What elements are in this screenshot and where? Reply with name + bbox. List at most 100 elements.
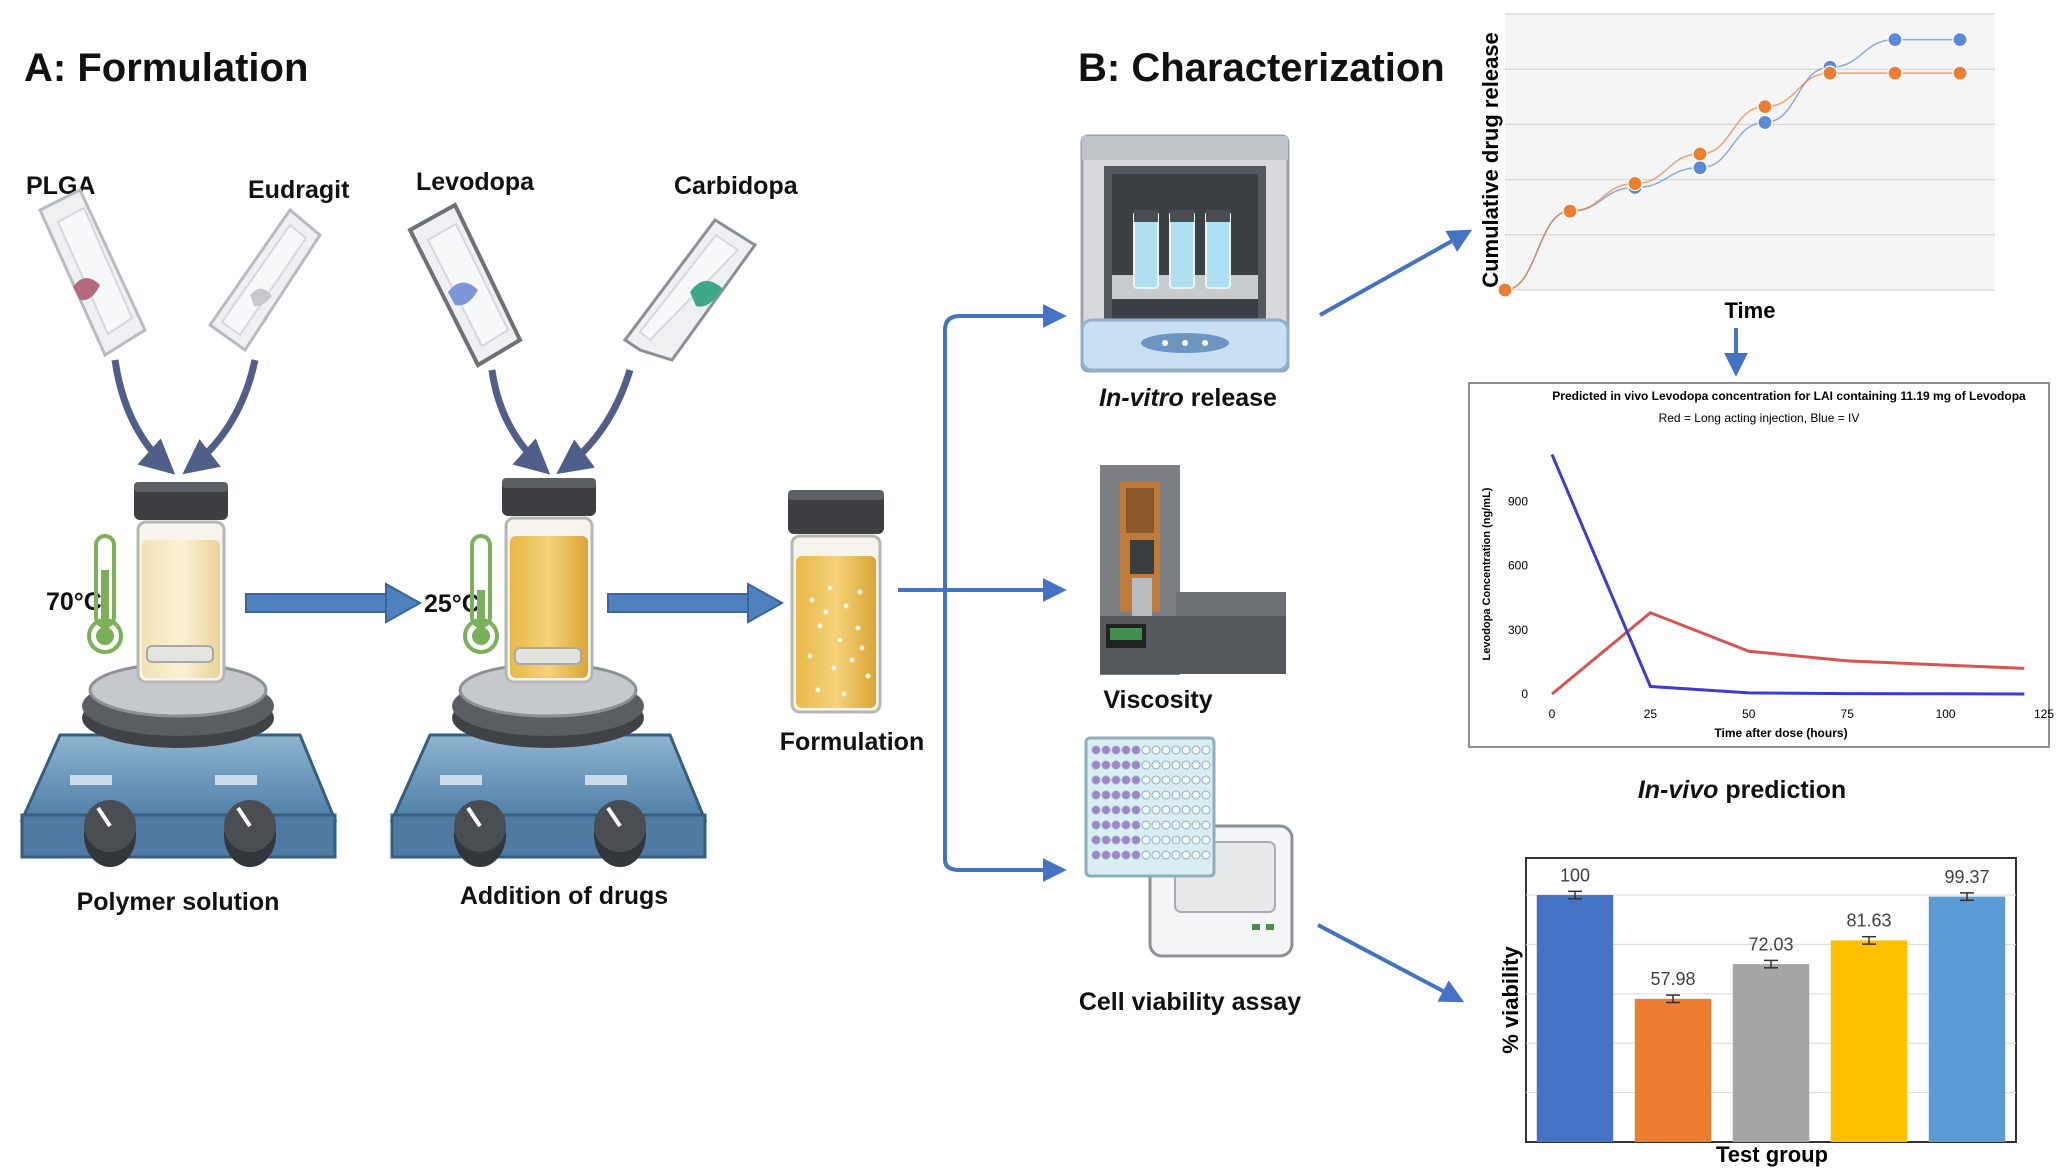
invivo-chart-frame	[1468, 382, 2050, 748]
invivo-chart-title: Predicted in vivo Levodopa concentration…	[1552, 389, 2026, 403]
well	[1091, 790, 1101, 800]
invivo-xtick: 0	[1549, 707, 1556, 721]
well	[1131, 775, 1141, 785]
weigh-boat-plga-icon	[38, 187, 147, 358]
well	[1111, 790, 1121, 800]
well	[1121, 790, 1131, 800]
well	[1201, 805, 1211, 815]
well	[1091, 850, 1101, 860]
well	[1151, 760, 1161, 770]
well	[1101, 850, 1111, 860]
viability-bar	[1732, 964, 1810, 1142]
well	[1101, 820, 1111, 830]
well	[1141, 790, 1151, 800]
weigh-boat-levodopa-icon	[407, 202, 523, 368]
well	[1161, 790, 1171, 800]
invivo-series-line	[1550, 453, 2025, 696]
invivo-xtick: 25	[1644, 707, 1658, 721]
release-chart-xlabel: Time	[1725, 298, 1776, 323]
well	[1101, 835, 1111, 845]
invivo-xtick: 75	[1841, 707, 1855, 721]
well	[1101, 805, 1111, 815]
invivo-ytick: 900	[1508, 494, 1528, 508]
release-data-point	[1887, 65, 1903, 81]
well	[1191, 850, 1201, 860]
in-vitro-release-label: In-vitro release	[1099, 384, 1277, 412]
weigh-boat-carbidopa-icon	[622, 217, 758, 362]
release-plot-area	[1505, 14, 1995, 290]
well	[1111, 805, 1121, 815]
well	[1201, 745, 1211, 755]
viability-data-label: 100	[1560, 865, 1590, 885]
viability-data-label: 57.98	[1650, 969, 1695, 989]
viability-bar	[1928, 896, 2006, 1142]
well	[1171, 835, 1181, 845]
well	[1161, 835, 1171, 845]
well	[1151, 835, 1161, 845]
well	[1191, 745, 1201, 755]
carbidopa-label: Carbidopa	[674, 172, 798, 200]
invivo-xtick: 125	[2034, 707, 2054, 721]
well	[1091, 805, 1101, 815]
arrow-to-release-chart-icon	[1319, 229, 1473, 317]
well	[1101, 775, 1111, 785]
release-data-point	[1952, 65, 1968, 81]
well	[1151, 805, 1161, 815]
well	[1161, 775, 1171, 785]
well	[1151, 850, 1161, 860]
well	[1111, 820, 1121, 830]
viscometer-icon	[1100, 465, 1286, 675]
eudragit-label: Eudragit	[248, 176, 350, 204]
well	[1101, 790, 1111, 800]
well	[1171, 745, 1181, 755]
well	[1191, 805, 1201, 815]
panel-b-title: B: Characterization	[1078, 46, 1445, 90]
in-vivo-prediction-label: In-vivo prediction	[1637, 776, 1847, 804]
well	[1201, 835, 1211, 845]
arrow-carbidopa-icon	[556, 368, 634, 475]
weigh-boat-eudragit-icon	[207, 207, 322, 353]
well	[1111, 745, 1121, 755]
well	[1091, 820, 1101, 830]
viability-data-label: 72.03	[1748, 934, 1793, 954]
well	[1181, 790, 1191, 800]
panel-a-title: A: Formulation	[24, 46, 309, 90]
viability-bar	[1536, 895, 1614, 1142]
well	[1201, 790, 1211, 800]
well	[1111, 835, 1121, 845]
release-data-point	[1692, 160, 1708, 176]
polymer-solution-label: Polymer solution	[76, 888, 280, 916]
well	[1171, 775, 1181, 785]
incubator-icon	[1080, 134, 1290, 373]
well-plate-icon	[1084, 736, 1216, 878]
release-chart-ylabel: Cumulative drug release	[1478, 32, 1503, 288]
well	[1201, 850, 1211, 860]
well	[1111, 850, 1121, 860]
well	[1181, 805, 1191, 815]
well	[1121, 745, 1131, 755]
viability-chart-ylabel: % viability	[1498, 945, 1523, 1053]
well	[1191, 835, 1201, 845]
well	[1121, 850, 1131, 860]
well	[1141, 745, 1151, 755]
well	[1201, 775, 1211, 785]
invivo-chart-ylabel: Levodopa Concentration (ng/mL)	[1481, 487, 1493, 660]
well	[1141, 835, 1151, 845]
well	[1191, 790, 1201, 800]
arrow-levodopa-icon	[488, 369, 551, 475]
release-data-point	[1887, 32, 1903, 48]
viscosity-label: Viscosity	[1103, 686, 1213, 714]
well	[1131, 760, 1141, 770]
well	[1091, 760, 1101, 770]
viability-chart-xlabel: Test group	[1716, 1142, 1828, 1167]
well	[1131, 805, 1141, 815]
well	[1151, 775, 1161, 785]
well	[1191, 760, 1201, 770]
invivo-xtick: 100	[1936, 707, 1956, 721]
well	[1121, 775, 1131, 785]
viability-data-label: 99.37	[1944, 867, 1989, 887]
well	[1151, 745, 1161, 755]
well	[1141, 805, 1151, 815]
